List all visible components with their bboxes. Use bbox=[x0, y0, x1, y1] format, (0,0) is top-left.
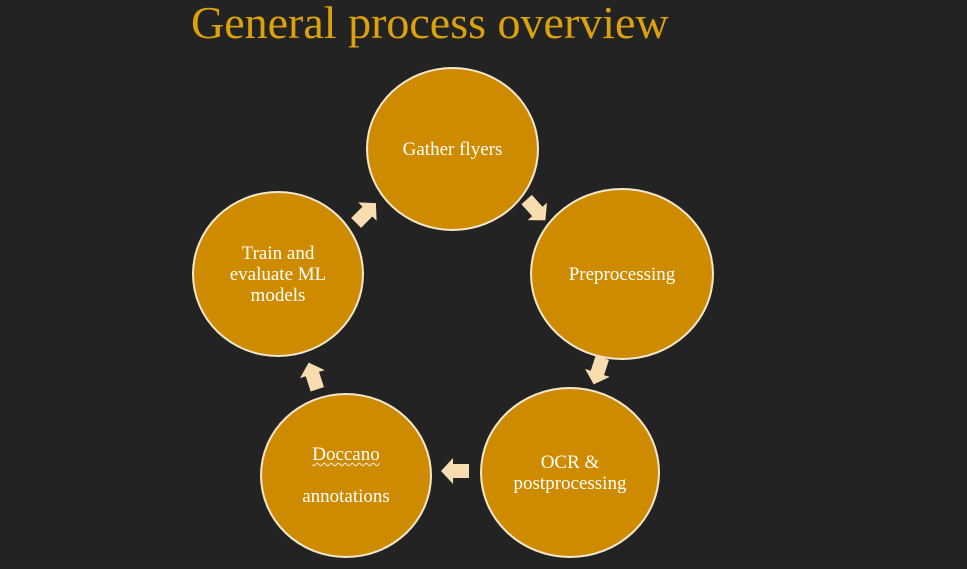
page-title: General process overview bbox=[191, 0, 669, 48]
cycle-step-gather-flyers: Gather flyers bbox=[366, 67, 539, 231]
step-label: OCR & postprocessing bbox=[513, 451, 627, 494]
step-label: Train and evaluate ML models bbox=[229, 242, 327, 306]
step-label: Preprocessing bbox=[568, 263, 676, 285]
step-label-line2: annotations bbox=[302, 486, 390, 507]
step-label: Gather flyers bbox=[402, 138, 503, 160]
cycle-step-ocr-postprocessing: OCR & postprocessing bbox=[480, 387, 660, 558]
step-label-line1: Doccano bbox=[312, 444, 380, 465]
cycle-step-preprocessing: Preprocessing bbox=[530, 188, 714, 360]
cycle-step-train-evaluate: Train and evaluate ML models bbox=[192, 191, 364, 357]
step-label: Doccano annotations bbox=[302, 423, 390, 528]
cycle-step-doccano-annotations: Doccano annotations bbox=[260, 393, 432, 558]
